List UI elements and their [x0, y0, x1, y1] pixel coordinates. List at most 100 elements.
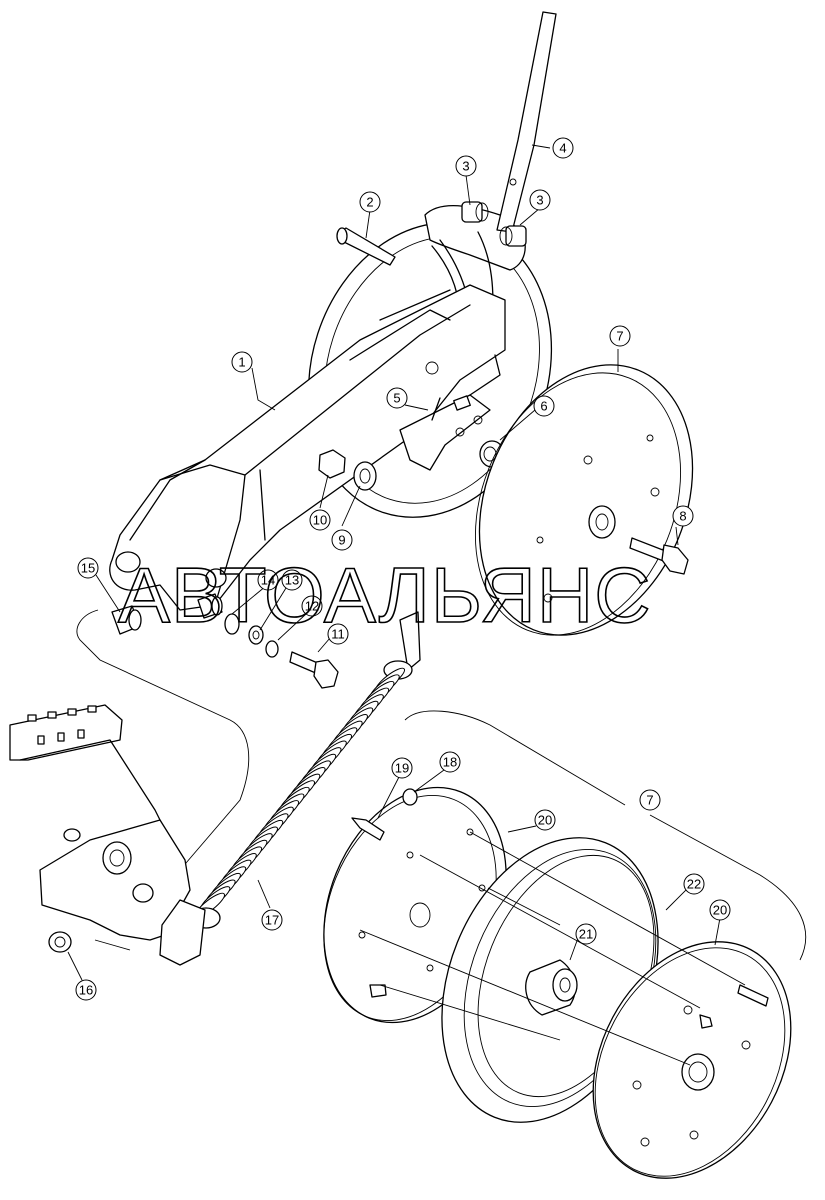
callout-label: 22 — [687, 877, 701, 892]
bushing-14 — [197, 593, 223, 619]
callout-label: 20 — [538, 813, 552, 828]
callout-circle — [529, 189, 551, 211]
callout-label: 19 — [395, 761, 409, 776]
callout-c20a: 20 — [534, 809, 556, 831]
callout-leaders — [67, 144, 721, 981]
callout-circle — [391, 757, 413, 779]
callout-c5: 5 — [386, 387, 408, 409]
washer-12b — [265, 640, 279, 658]
callout-label: 7 — [646, 793, 653, 808]
nut-16 — [48, 931, 72, 953]
callout-circle — [683, 873, 705, 895]
front-gauge-wheel-7 — [474, 364, 694, 636]
pin-2 — [336, 227, 396, 266]
callout-c12: 12 — [301, 595, 323, 617]
nut-18 — [402, 788, 418, 806]
bushing-15 — [111, 605, 142, 635]
callout-label: 5 — [393, 391, 400, 406]
callout-c16: 16 — [75, 979, 97, 1001]
watermark-text: АВТОАЛЬЯНС — [118, 551, 652, 639]
callout-circle — [331, 529, 353, 551]
bushing-3-left — [461, 201, 489, 223]
callout-c7b: 7 — [639, 789, 661, 811]
callout-circle — [231, 351, 253, 373]
callout-label: 3 — [536, 193, 543, 208]
callout-label: 9 — [338, 533, 345, 548]
callout-c9: 9 — [331, 529, 353, 551]
callout-circle — [77, 557, 99, 579]
main-arm-1 — [109, 284, 506, 611]
callout-circle — [672, 505, 694, 527]
callout-circle — [552, 137, 574, 159]
bolt-8 — [629, 537, 689, 575]
callout-circle — [386, 387, 408, 409]
callout-label: 4 — [559, 141, 566, 156]
bolt-11 — [289, 651, 339, 689]
washer-12a — [248, 625, 264, 645]
callout-circle — [439, 751, 461, 773]
callout-label: 2 — [366, 195, 373, 210]
callout-label: 14 — [261, 573, 275, 588]
callout-label: 6 — [540, 399, 547, 414]
callout-circle — [639, 789, 661, 811]
callout-label: 10 — [313, 513, 327, 528]
spring-17 — [180, 611, 421, 949]
callout-label: 3 — [462, 159, 469, 174]
callout-c17: 17 — [261, 909, 283, 931]
callout-c21: 21 — [575, 923, 597, 945]
callout-label: 13 — [285, 573, 299, 588]
bushing-3-right — [499, 225, 527, 247]
callout-label: 16 — [79, 983, 93, 998]
callout-label: 18 — [443, 755, 457, 770]
callout-circle — [301, 595, 323, 617]
washer-9 — [353, 461, 377, 491]
callout-c19: 19 — [391, 757, 413, 779]
callout-circle — [534, 809, 556, 831]
callout-c13: 13 — [281, 569, 303, 591]
callout-circle — [309, 509, 331, 531]
callout-circle — [455, 155, 477, 177]
callout-c15: 15 — [77, 557, 99, 579]
frame-slots — [27, 705, 97, 745]
wheel-disc-20-outer — [592, 941, 792, 1179]
callout-c3a: 3 — [455, 155, 477, 177]
callout-c14: 14 — [257, 569, 279, 591]
callout-label: 21 — [579, 927, 593, 942]
callout-label: 11 — [331, 627, 345, 642]
callout-circle — [327, 623, 349, 645]
callout-label: 17 — [265, 913, 279, 928]
callout-c20b: 20 — [709, 899, 731, 921]
callout-circle — [359, 191, 381, 213]
callout-label: 8 — [679, 509, 686, 524]
callout-circle — [257, 569, 279, 591]
callout-c3b: 3 — [529, 189, 551, 211]
callout-label: 1 — [238, 355, 245, 370]
callout-circle — [575, 923, 597, 945]
callout-c10: 10 — [309, 509, 331, 531]
callout-c1: 1 — [231, 351, 253, 373]
callout-c11: 11 — [327, 623, 349, 645]
callout-c4: 4 — [552, 137, 574, 159]
bearing-21 — [525, 959, 578, 1016]
callout-circle — [75, 979, 97, 1001]
callout-circle — [281, 569, 303, 591]
callout-label: 12 — [305, 599, 319, 614]
bolt-19 — [351, 817, 385, 841]
callout-c18: 18 — [439, 751, 461, 773]
callout-c22: 22 — [683, 873, 705, 895]
frame-left — [9, 704, 206, 966]
callout-circle — [609, 325, 631, 347]
phantom-lines — [76, 609, 807, 961]
pin-5 — [431, 395, 471, 421]
callout-label: 15 — [81, 561, 95, 576]
callout-c2: 2 — [359, 191, 381, 213]
callout-label: 20 — [713, 903, 727, 918]
callout-circle — [533, 395, 555, 417]
callout-c6: 6 — [533, 395, 555, 417]
callout-c8: 8 — [672, 505, 694, 527]
nut-10 — [318, 449, 346, 479]
callout-c7a: 7 — [609, 325, 631, 347]
assembly-lines — [359, 831, 746, 1066]
